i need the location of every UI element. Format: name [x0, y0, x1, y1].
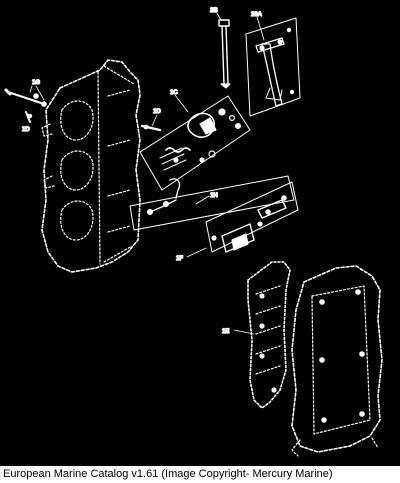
link-rod-panel-1h [129, 175, 295, 231]
cylinder-block-housing [41, 59, 141, 273]
lever-panel-28a [245, 17, 301, 117]
bolt-group-1g [4, 85, 47, 107]
distribution-block-1e [247, 261, 291, 409]
callout-1d-right: 1D [153, 109, 161, 115]
callout-28a: 28A [251, 12, 263, 18]
bracket-panel-1f [205, 181, 299, 253]
callout-1h: 1H [210, 193, 218, 199]
callout-1f: 1F [176, 256, 183, 262]
callout-1d-left: 1D [22, 127, 30, 133]
callout-1e: 1E [222, 329, 229, 335]
copyright-caption: European Marine Catalog v1.61 (Image Cop… [0, 466, 400, 483]
linkage-panel-1c [139, 95, 251, 191]
callout-2b: 2B [210, 8, 218, 14]
bolt-1d-right [140, 124, 162, 132]
callout-leaders [27, 12, 265, 335]
callout-1g: 1G [32, 80, 40, 86]
cover-plate [291, 265, 383, 457]
exploded-parts-diagram: 2B 28A 1G 1D 1D 1C 1H 1F 1E [4, 7, 383, 457]
callout-1c: 1C [170, 90, 178, 96]
push-rod-2b [218, 19, 231, 89]
